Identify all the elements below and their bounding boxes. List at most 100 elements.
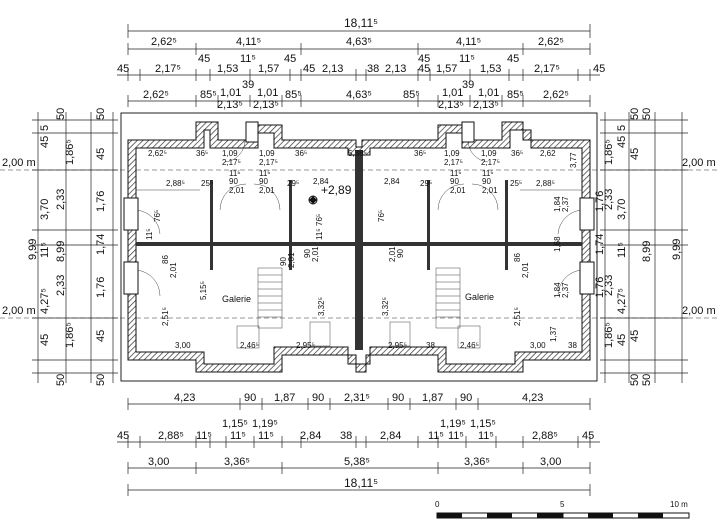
svg-text:2,37: 2,37 xyxy=(561,196,570,212)
svg-text:50: 50 xyxy=(55,108,67,120)
svg-text:1,09: 1,09 xyxy=(259,149,275,158)
svg-text:1,86⁵: 1,86⁵ xyxy=(64,322,76,348)
svg-text:76⁵: 76⁵ xyxy=(153,210,162,222)
svg-text:1,37: 1,37 xyxy=(549,326,558,342)
svg-text:2,01: 2,01 xyxy=(482,186,498,195)
svg-text:86: 86 xyxy=(513,253,522,262)
svg-text:85⁵: 85⁵ xyxy=(285,89,302,101)
svg-text:25⁵: 25⁵ xyxy=(201,179,213,188)
svg-text:11⁵: 11⁵ xyxy=(230,430,246,442)
svg-text:8,99: 8,99 xyxy=(55,241,67,262)
svg-text:1,86⁵: 1,86⁵ xyxy=(603,322,615,348)
svg-text:45: 45 xyxy=(303,63,315,75)
svg-text:2,17⁵: 2,17⁵ xyxy=(481,158,500,167)
svg-text:90: 90 xyxy=(279,257,288,266)
svg-text:3,32⁵: 3,32⁵ xyxy=(381,297,390,316)
svg-text:45: 45 xyxy=(95,148,107,160)
svg-text:1,53: 1,53 xyxy=(217,63,238,75)
svg-text:2,62⁵: 2,62⁵ xyxy=(143,89,169,101)
svg-text:11⁵: 11⁵ xyxy=(196,430,212,442)
svg-text:2,01: 2,01 xyxy=(450,186,466,195)
top-total-dimension: 18,11⁵ xyxy=(344,16,378,30)
svg-text:3,70: 3,70 xyxy=(616,199,628,220)
svg-text:36⁵: 36⁵ xyxy=(511,149,523,158)
svg-text:11⁵: 11⁵ xyxy=(39,242,51,258)
svg-text:5,38⁵: 5,38⁵ xyxy=(344,456,370,468)
room-labels: Galerie Galerie +2,89 xyxy=(222,183,494,304)
svg-text:1,86⁵: 1,86⁵ xyxy=(64,139,76,165)
elevation-label: +2,89 xyxy=(321,183,352,197)
svg-text:2,01: 2,01 xyxy=(388,246,397,262)
svg-text:2,33: 2,33 xyxy=(55,275,67,296)
svg-text:1,01: 1,01 xyxy=(220,87,241,99)
svg-text:2,84: 2,84 xyxy=(380,430,401,442)
svg-text:2,46⁵: 2,46⁵ xyxy=(240,341,259,350)
svg-text:2,01: 2,01 xyxy=(259,186,275,195)
svg-text:3,00: 3,00 xyxy=(530,341,546,350)
svg-text:45: 45 xyxy=(582,430,594,442)
svg-text:50: 50 xyxy=(95,374,107,386)
svg-text:1,09: 1,09 xyxy=(481,149,497,158)
svg-text:3,36⁵: 3,36⁵ xyxy=(464,456,490,468)
svg-text:1,86⁵: 1,86⁵ xyxy=(603,139,615,165)
svg-text:50: 50 xyxy=(641,374,653,386)
svg-text:1,09: 1,09 xyxy=(444,149,460,158)
svg-text:2,84: 2,84 xyxy=(300,430,321,442)
svg-text:90: 90 xyxy=(312,392,324,404)
svg-text:9,99: 9,99 xyxy=(671,239,683,260)
svg-text:2,84: 2,84 xyxy=(313,177,329,186)
svg-text:2,51⁵: 2,51⁵ xyxy=(513,307,522,326)
svg-text:85⁵: 85⁵ xyxy=(403,89,420,101)
axis-label-left-top: 2,00 m xyxy=(2,157,36,169)
svg-text:50: 50 xyxy=(641,108,653,120)
svg-text:45: 45 xyxy=(95,330,107,342)
svg-text:90: 90 xyxy=(460,392,472,404)
svg-text:45: 45 xyxy=(117,430,129,442)
svg-text:5: 5 xyxy=(39,125,51,131)
svg-text:85⁵: 85⁵ xyxy=(507,89,524,101)
svg-text:4,11⁵: 4,11⁵ xyxy=(236,36,261,48)
svg-text:90: 90 xyxy=(396,249,405,258)
svg-text:3,70: 3,70 xyxy=(39,199,51,220)
svg-text:1,74: 1,74 xyxy=(95,234,107,255)
svg-text:3,00: 3,00 xyxy=(148,456,169,468)
svg-text:29⁵: 29⁵ xyxy=(287,179,299,188)
svg-text:1,01: 1,01 xyxy=(257,87,278,99)
svg-text:1,57: 1,57 xyxy=(436,63,457,75)
room-label-galerie-right: Galerie xyxy=(465,292,494,302)
svg-text:4,27⁵: 4,27⁵ xyxy=(39,288,51,314)
svg-text:2,13⁵: 2,13⁵ xyxy=(473,99,499,111)
svg-text:90: 90 xyxy=(229,177,238,186)
svg-text:2,17⁵: 2,17⁵ xyxy=(534,63,560,75)
svg-text:1,15⁵: 1,15⁵ xyxy=(222,418,248,430)
svg-text:3,36⁵: 3,36⁵ xyxy=(224,456,250,468)
svg-text:2,62⁵: 2,62⁵ xyxy=(148,149,167,158)
svg-text:36⁵: 36⁵ xyxy=(295,149,307,158)
svg-text:2,01: 2,01 xyxy=(229,186,245,195)
svg-text:2,88⁵: 2,88⁵ xyxy=(158,430,184,442)
svg-text:86: 86 xyxy=(161,255,170,264)
svg-text:45: 45 xyxy=(117,63,129,75)
svg-text:2,17⁵: 2,17⁵ xyxy=(222,158,241,167)
svg-text:2,13⁵: 2,13⁵ xyxy=(253,99,279,111)
svg-text:2,95⁵: 2,95⁵ xyxy=(296,341,315,350)
svg-text:2,33: 2,33 xyxy=(55,189,67,210)
svg-text:1,87: 1,87 xyxy=(422,392,443,404)
svg-text:2,84: 2,84 xyxy=(384,177,400,186)
svg-text:1,68: 1,68 xyxy=(553,236,562,252)
svg-text:4,63⁵: 4,63⁵ xyxy=(346,36,372,48)
svg-text:1,84: 1,84 xyxy=(553,196,562,212)
svg-text:11⁵: 11⁵ xyxy=(145,228,154,240)
svg-text:2,33: 2,33 xyxy=(603,275,615,296)
svg-text:1,76: 1,76 xyxy=(594,191,606,212)
right-dimension-labels: 2,00 m 2,00 m 9,99 5 45 3,70 11⁵ 4,27⁵ 4… xyxy=(594,108,716,386)
svg-text:11⁵: 11⁵ xyxy=(240,53,256,65)
svg-text:76⁵: 76⁵ xyxy=(377,210,386,222)
svg-text:2,17⁵: 2,17⁵ xyxy=(155,63,181,75)
svg-text:50: 50 xyxy=(55,374,67,386)
svg-text:45: 45 xyxy=(629,148,641,160)
svg-text:2,01: 2,01 xyxy=(287,252,296,268)
scale-label-10: 10 m xyxy=(670,500,688,509)
bottom-total-dimension: 18,11⁵ xyxy=(344,476,378,490)
svg-text:2,13: 2,13 xyxy=(322,63,343,75)
